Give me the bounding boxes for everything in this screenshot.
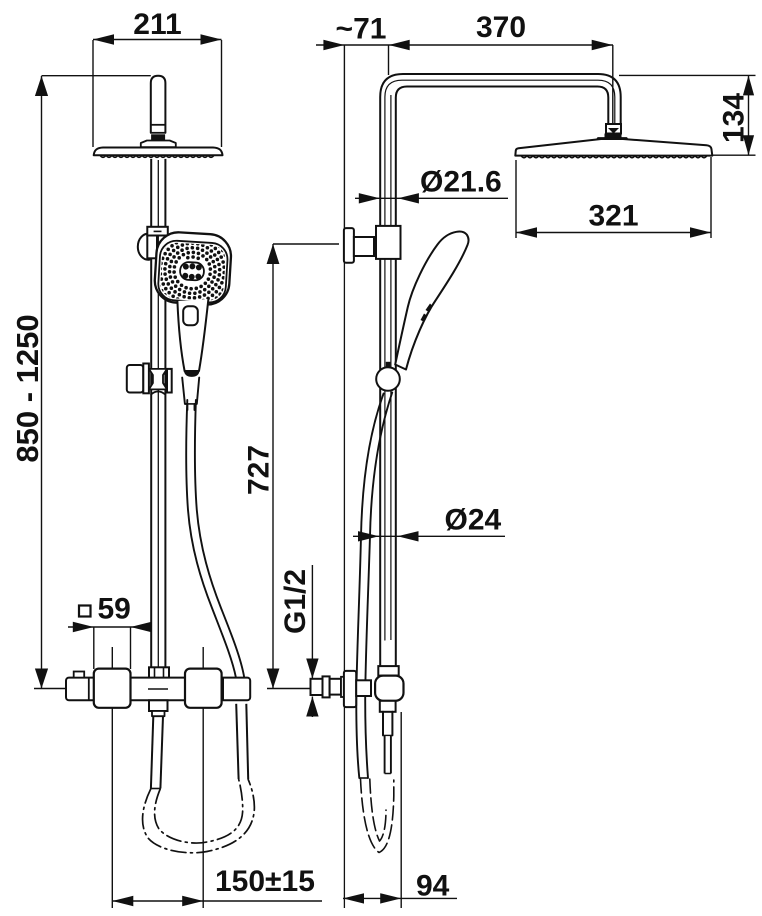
svg-text:150±15: 150±15 [215, 865, 315, 898]
svg-text:94: 94 [416, 870, 450, 903]
svg-text:134: 134 [718, 93, 751, 143]
svg-text:850 - 1250: 850 - 1250 [10, 314, 45, 462]
svg-text:Ø21.6: Ø21.6 [420, 166, 502, 199]
svg-text:G1/2: G1/2 [279, 569, 312, 634]
svg-text:211: 211 [133, 8, 181, 41]
svg-text:370: 370 [476, 11, 526, 44]
svg-text:727: 727 [242, 445, 275, 495]
svg-text:321: 321 [588, 200, 638, 233]
svg-text:~71: ~71 [336, 13, 387, 46]
svg-text:59: 59 [98, 593, 131, 626]
svg-text:Ø24: Ø24 [445, 504, 502, 537]
